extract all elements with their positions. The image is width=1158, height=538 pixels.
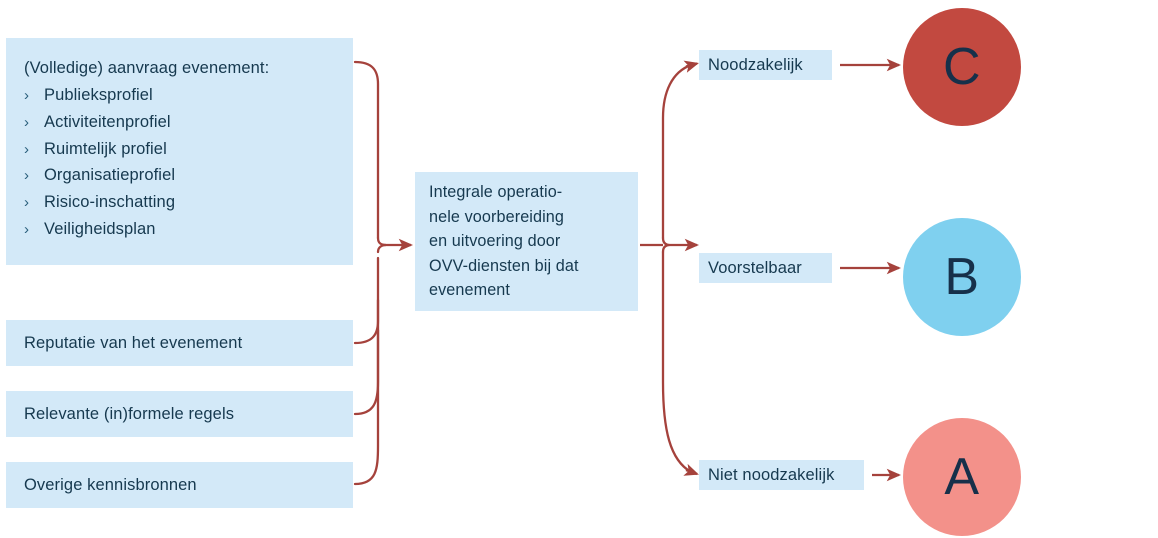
input-box-rules: Relevante (in)formele regels (6, 391, 353, 437)
process-line: OVV-diensten bij dat (429, 256, 579, 275)
sources-label: Overige kennisbronnen (24, 475, 197, 494)
list-item: › Activiteitenprofiel (24, 109, 353, 136)
connector-request-to-trunk (353, 60, 380, 240)
input-box-request: (Volledige) aanvraag evenement: › Publie… (6, 38, 353, 265)
connector-sources-to-trunk (353, 328, 380, 486)
reputation-label: Reputatie van het evenement (24, 333, 243, 352)
request-title: (Volledige) aanvraag evenement: (24, 59, 270, 77)
rules-label: Relevante (in)formele regels (24, 404, 235, 423)
outcome-label-text: Voorstelbaar (708, 258, 802, 277)
outcome-circle-c: C (903, 8, 1021, 126)
list-item-label: Publieksprofiel (44, 85, 153, 104)
process-line: evenement (429, 281, 510, 300)
connector-split-to-unnecessary (661, 250, 693, 474)
list-item-label: Risico-inschatting (44, 193, 176, 212)
chevron-right-icon: › (24, 194, 30, 212)
outcome-circle-a: A (903, 418, 1021, 536)
connector-reputation-to-trunk (353, 256, 380, 345)
process-box: Integrale operatio- nele voorbereiding e… (415, 172, 638, 311)
chevron-right-icon: › (24, 221, 30, 239)
list-item-label: Organisatieprofiel (44, 166, 176, 185)
list-item: › Publieksprofiel (24, 82, 353, 109)
input-box-sources: Overige kennisbronnen (6, 462, 353, 508)
list-item: › Veiligheidsplan (24, 216, 353, 243)
arrow-to-necessary (683, 60, 699, 73)
connector-rules-to-trunk (353, 298, 380, 416)
list-item-label: Ruimtelijk profiel (44, 139, 167, 158)
list-item-label: Veiligheidsplan (44, 220, 156, 239)
chevron-right-icon: › (24, 86, 30, 104)
outcome-label-unnecessary: Niet noodzakelijk (699, 460, 864, 490)
chevron-right-icon: › (24, 113, 30, 131)
list-item: › Ruimtelijk profiel (24, 136, 353, 163)
outcome-circle-letter: A (944, 448, 980, 506)
outcome-circle-letter: C (942, 38, 982, 96)
outcome-circle-letter: B (944, 248, 980, 306)
list-item: › Organisatieprofiel (24, 162, 353, 189)
outcome-label-text: Niet noodzakelijk (708, 465, 835, 484)
list-item-label: Activiteitenprofiel (44, 112, 171, 131)
request-bullet-list: › Publieksprofiel › Activiteitenprofiel … (24, 82, 353, 243)
process-line: Integrale operatio- (429, 182, 563, 201)
arrow-to-unnecessary (683, 463, 699, 476)
chevron-right-icon: › (24, 140, 30, 158)
outcome-circle-b: B (903, 218, 1021, 336)
connector-split-to-necessary (661, 63, 693, 240)
outcome-label-text: Noodzakelijk (708, 55, 803, 74)
process-line: nele voorbereiding (429, 207, 564, 226)
connector-split-join (661, 236, 671, 254)
input-box-reputation: Reputatie van het evenement (6, 320, 353, 366)
chevron-right-icon: › (24, 167, 30, 185)
connector-left-trunk-join (376, 236, 387, 254)
process-line: en uitvoering door (429, 232, 561, 251)
outcome-label-conceivable: Voorstelbaar (699, 253, 832, 283)
outcome-label-necessary: Noodzakelijk (699, 50, 832, 80)
list-item: › Risico-inschatting (24, 189, 353, 216)
